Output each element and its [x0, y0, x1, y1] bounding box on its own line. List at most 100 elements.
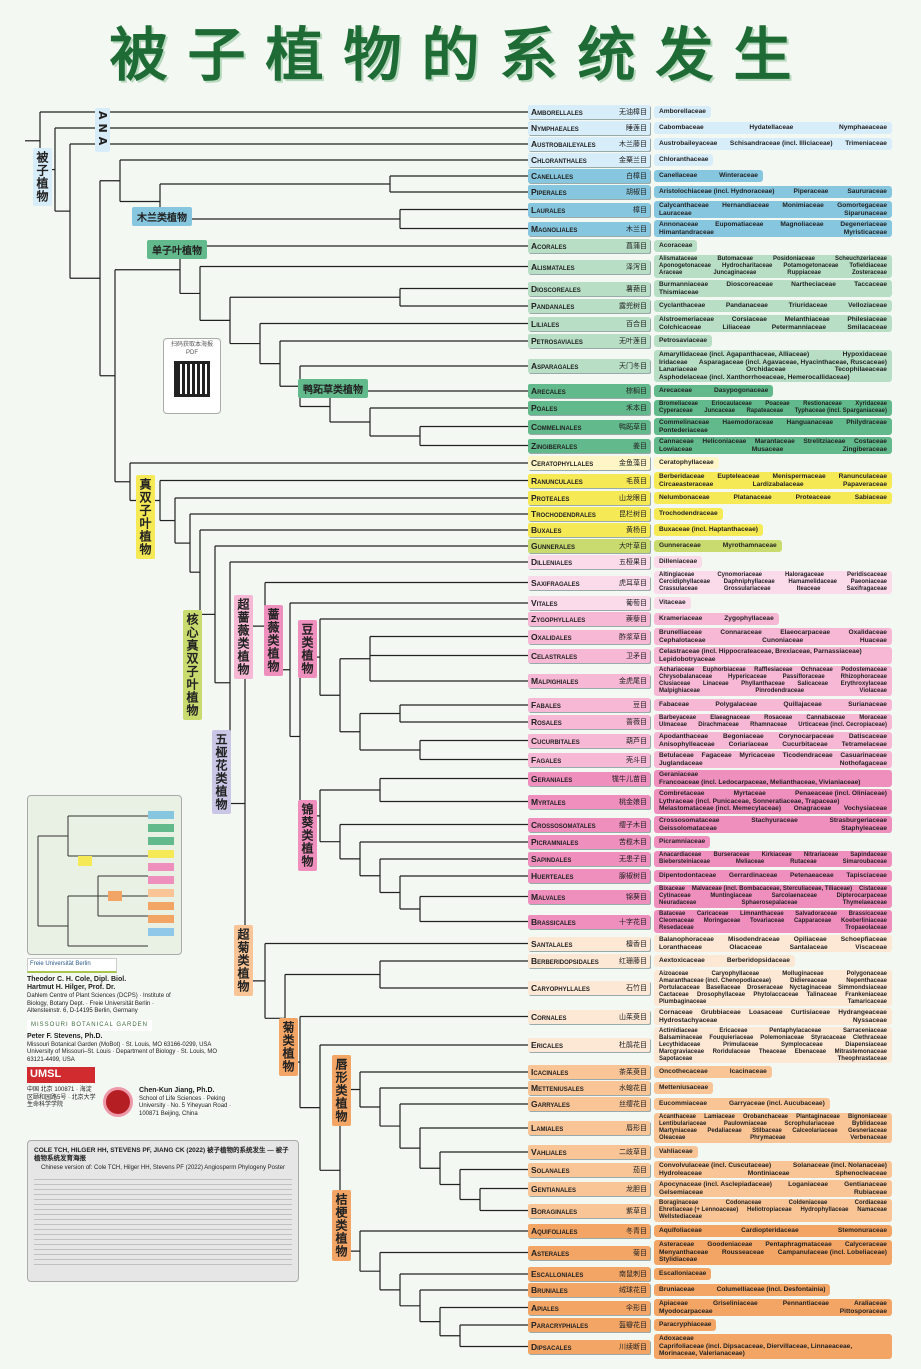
- order-name: Austrobaileyales: [531, 139, 596, 149]
- order-chinese-name: 木兰目: [626, 225, 647, 233]
- order-name: Malpighiales: [531, 676, 579, 686]
- family-name: Picramniaceae: [659, 838, 706, 846]
- order-chinese-name: 黄杨目: [626, 527, 647, 534]
- order-chinese-name: 金粟兰目: [619, 157, 647, 164]
- family-name: Staphyleaceae: [841, 824, 887, 832]
- order-name: Saxifragales: [531, 577, 580, 588]
- family-list: Vahliaceae: [654, 1146, 698, 1158]
- qr-code-panel[interactable]: 扫码获取本海报 PDF: [163, 338, 221, 414]
- family-name: Degeneriaceae: [840, 221, 887, 228]
- author-hilger: Hartmut H. Hilger, Prof. Dr.: [27, 984, 116, 992]
- family-name: Rhizophoraceae: [840, 673, 887, 680]
- order-name: Huerteales: [531, 871, 574, 881]
- family-name: Bromeliaceae: [659, 401, 699, 407]
- clade-asterids: 菊类植物: [279, 1018, 298, 1076]
- order-chinese-name: 胡椒目: [626, 189, 647, 196]
- order-name: Poales: [531, 403, 558, 413]
- clade-ana: ANA: [95, 108, 110, 153]
- family-name: Grossulariaceae: [723, 585, 771, 592]
- family-name: Tamaricaceae: [847, 998, 887, 1005]
- family-name: Myristicaceae: [843, 228, 887, 236]
- family-name: Petermanniaceae: [771, 323, 827, 331]
- order-name: Santalales: [531, 938, 573, 949]
- family-name: Ruppiaceae: [787, 269, 821, 276]
- family-name: Liliaceae: [722, 323, 751, 331]
- order-name: Canellales: [531, 171, 574, 181]
- family-name: Vahliaceae: [659, 1148, 693, 1156]
- family-name: Hanguanaceae: [786, 419, 834, 426]
- family-name: Sarraceniaceae: [842, 1028, 887, 1034]
- family-name: Scrophulariaceae: [784, 1120, 835, 1127]
- family-name: Basellaceae: [706, 984, 741, 991]
